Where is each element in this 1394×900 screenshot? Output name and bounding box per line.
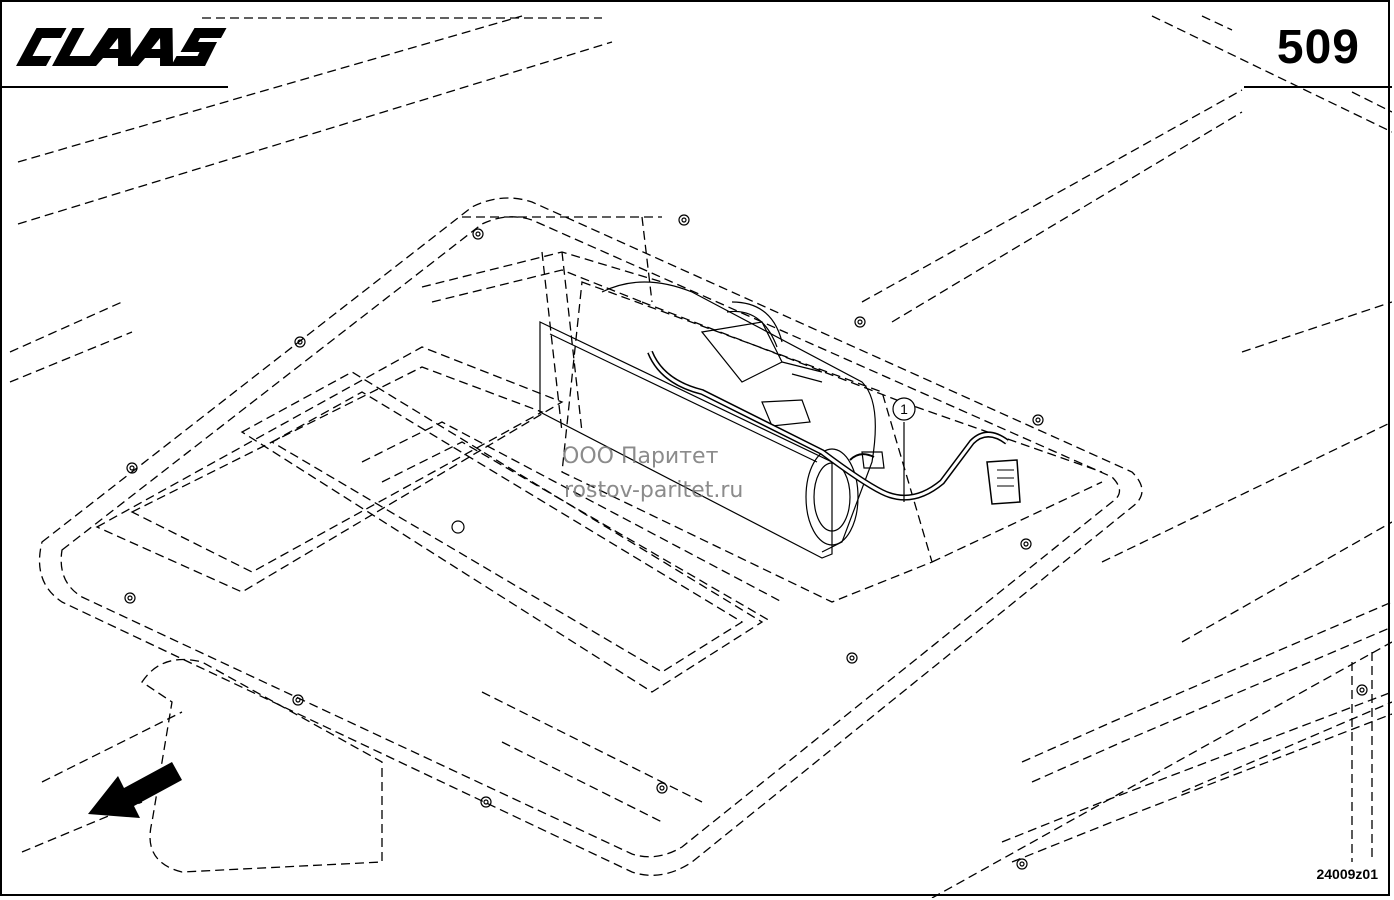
header-rule-left (2, 86, 228, 88)
callout-1-label: 1 (900, 401, 908, 417)
watermark-company: ООО Паритет (562, 444, 719, 469)
watermark-url: rostov-paritet.ru (564, 478, 744, 503)
page-number: 509 (1276, 21, 1360, 74)
watermark: ООО Паритет rostov-paritet.ru (562, 440, 743, 508)
drawing-code: 24009z01 (1316, 866, 1378, 882)
claas-logo (16, 28, 227, 66)
arrow-icon (88, 762, 182, 818)
header-rule-right (1244, 86, 1392, 88)
